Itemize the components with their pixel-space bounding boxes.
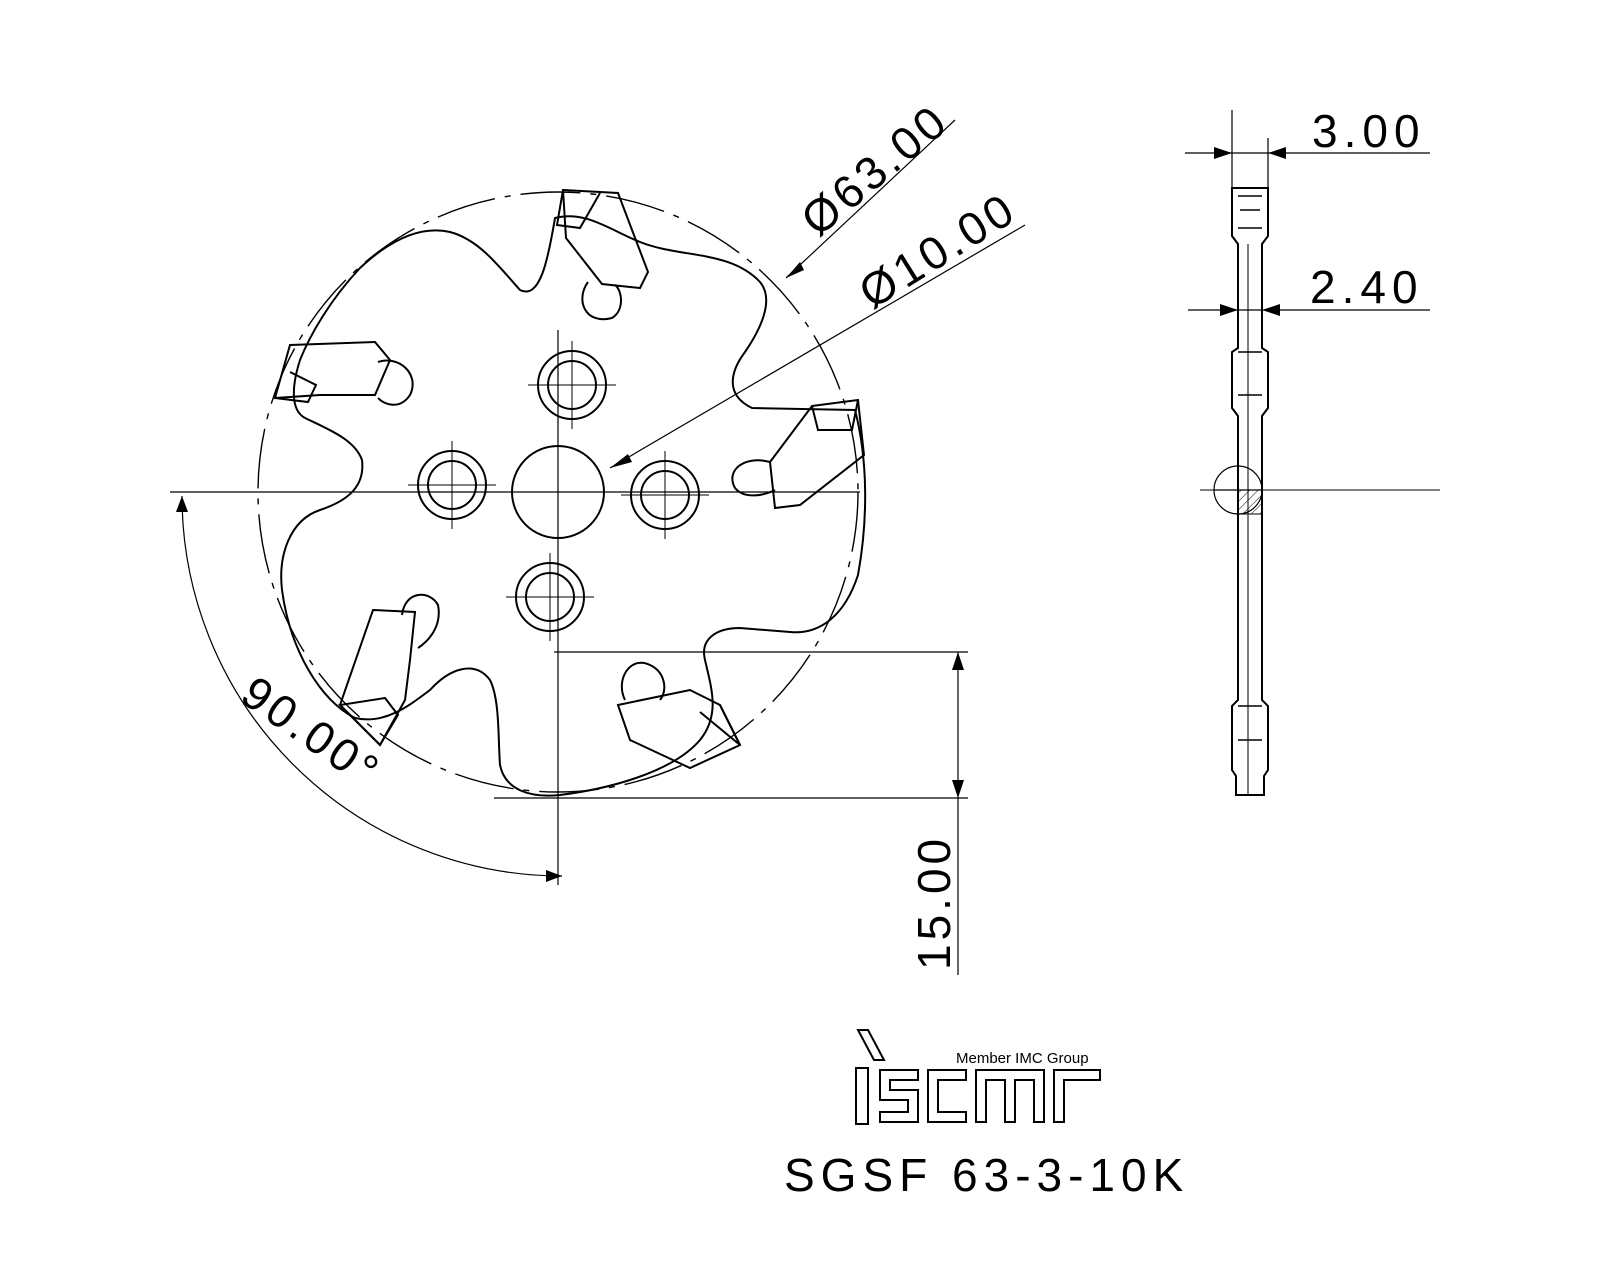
width-top-arrow-left bbox=[1214, 147, 1232, 159]
insert-lower-left bbox=[337, 593, 440, 747]
width-top-arrow-right bbox=[1268, 147, 1286, 159]
insert-top bbox=[555, 188, 650, 321]
center-bore bbox=[511, 445, 605, 539]
width-body-arrow-left bbox=[1220, 304, 1238, 316]
angle-arc bbox=[181, 495, 563, 877]
angle-arrow-start bbox=[176, 496, 188, 512]
dia63-leader bbox=[785, 119, 956, 279]
side-view bbox=[1185, 110, 1440, 796]
part-number: SGSF 63-3-10K bbox=[784, 1149, 1190, 1201]
width-body-label: 2.40 bbox=[1310, 261, 1424, 313]
side-profile bbox=[1231, 187, 1269, 796]
insert-lower-right bbox=[616, 661, 742, 770]
bolt-hole-bottom bbox=[506, 553, 594, 641]
dia10-arrowhead bbox=[610, 454, 632, 468]
insert-left bbox=[273, 340, 414, 406]
bolt-hole-right bbox=[621, 451, 709, 539]
offset-arrow-bottom bbox=[952, 780, 964, 798]
logo-accent-stroke bbox=[856, 1029, 886, 1061]
cutter-body-outline bbox=[280, 215, 867, 797]
section-hatch bbox=[1237, 489, 1263, 515]
bolt-hole-top bbox=[528, 341, 616, 429]
angle-arrow-end bbox=[546, 870, 562, 882]
bolt-hole-left bbox=[408, 441, 496, 529]
offset-arrow-top bbox=[952, 652, 964, 670]
dia10-leader bbox=[609, 224, 1026, 469]
front-view bbox=[170, 119, 1026, 975]
width-top-label: 3.00 bbox=[1312, 105, 1426, 157]
insert-right bbox=[731, 398, 866, 510]
dia63-arrowhead bbox=[786, 262, 804, 278]
brand-logo bbox=[855, 1029, 1101, 1125]
width-body-arrow-right bbox=[1262, 304, 1280, 316]
offset-label: 15.00 bbox=[908, 835, 960, 970]
logo-tagline: Member IMC Group bbox=[956, 1050, 1089, 1067]
